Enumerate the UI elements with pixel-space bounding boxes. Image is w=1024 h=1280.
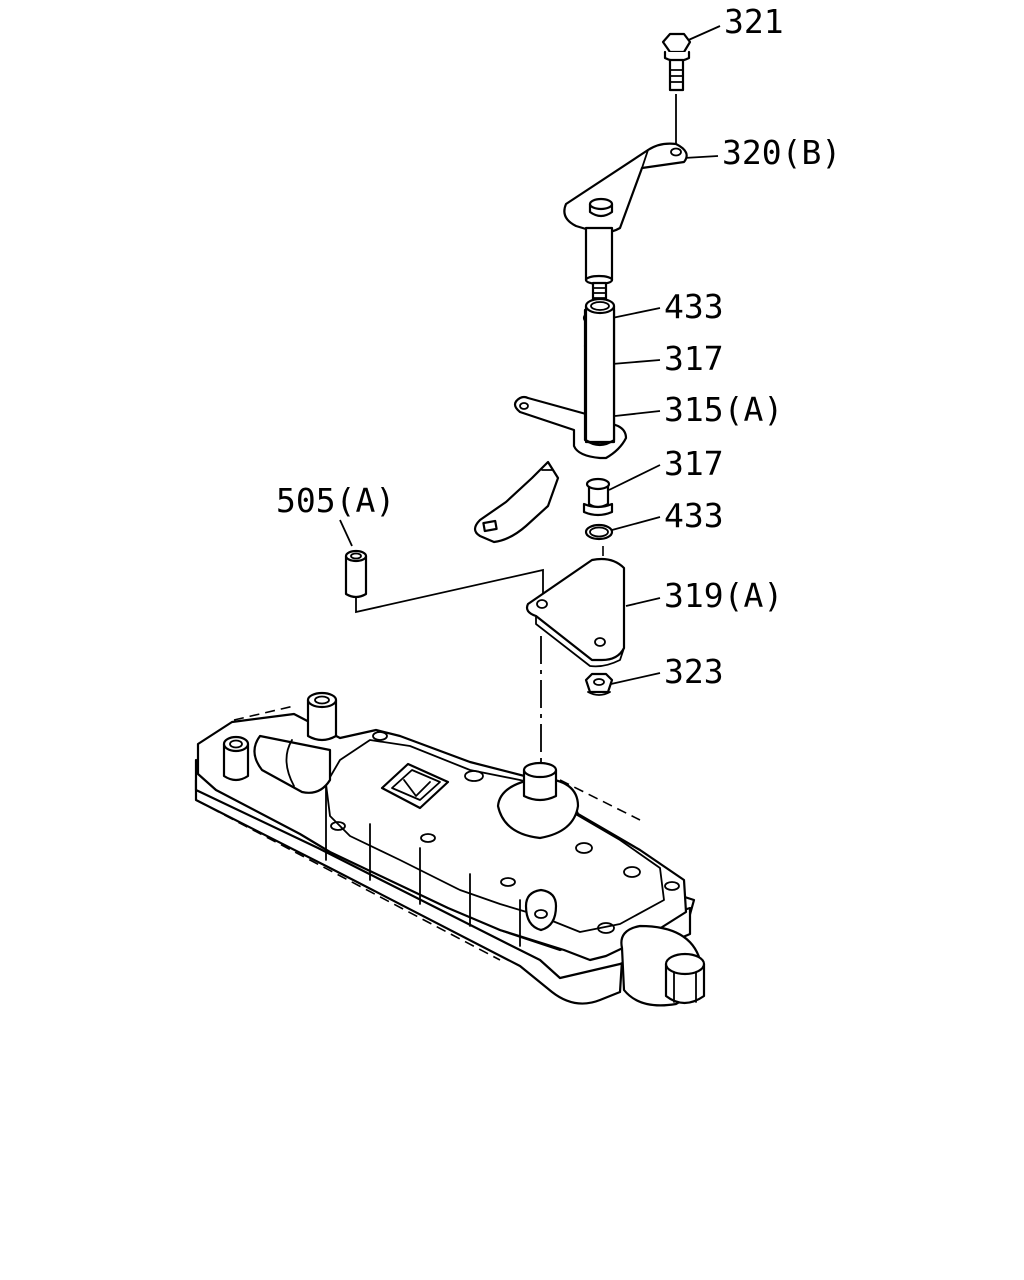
bushing-317-mid: [582, 477, 614, 517]
plate-319a: [525, 557, 626, 668]
lever-315a: [473, 297, 628, 544]
cast-logo-icon: [380, 762, 450, 810]
callout-317-mid: 317: [664, 444, 724, 483]
callout-433-mid: 433: [664, 496, 724, 535]
output-shaft: [620, 924, 706, 1007]
callout-433-top: 433: [664, 287, 724, 326]
callout-505a: 505(A): [276, 481, 395, 520]
callout-321: 321: [724, 2, 784, 41]
leader-lines: [339, 25, 721, 685]
callout-323: 323: [664, 652, 724, 691]
callout-315a: 315(A): [664, 390, 783, 429]
callout-317-top: 317: [664, 339, 724, 378]
bolt-321: [661, 32, 692, 92]
o-ring-433-mid: [584, 523, 614, 541]
bracket-320b: [563, 142, 688, 305]
callout-320b: 320(B): [722, 133, 841, 172]
dowel-pin-505a: [344, 549, 368, 599]
callout-319a: 319(A): [664, 576, 783, 615]
nut-323: [584, 672, 614, 696]
transmission-housing: [194, 691, 706, 1007]
